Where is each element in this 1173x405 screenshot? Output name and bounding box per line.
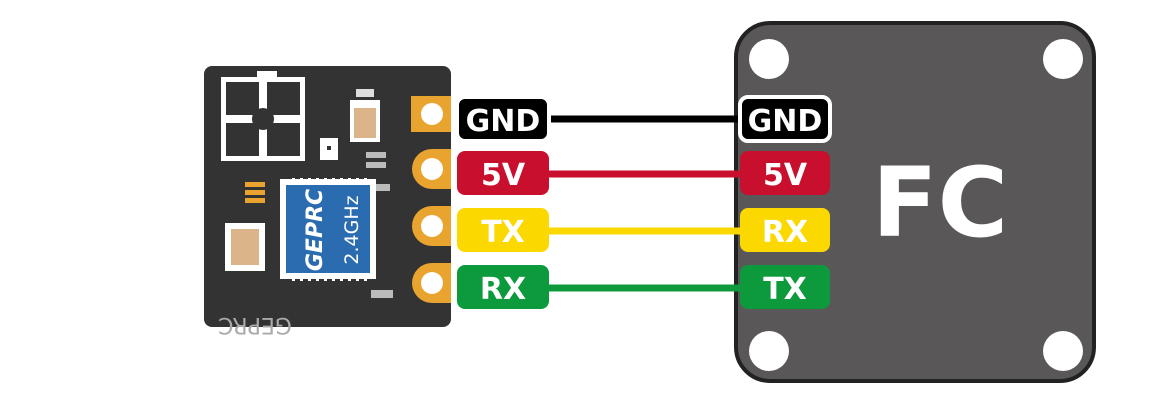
receiver-pads (411, 96, 451, 303)
fc-label-5v: 5V (763, 158, 808, 193)
fc-label-box-gnd (738, 95, 832, 143)
fc-label-gnd: GND (748, 104, 823, 139)
chip-freq-text: 2.4GHz (341, 195, 363, 264)
fc-label-box-5v (740, 151, 830, 195)
fc-board: FC (734, 21, 1096, 383)
smd-components (225, 89, 393, 298)
wires (540, 115, 750, 292)
label-box-rx (457, 265, 549, 309)
fc-label-rx: RX (762, 215, 808, 250)
receiver-label-5v: 5V (481, 158, 526, 193)
fc-label-box-rx (740, 208, 830, 252)
receiver-board: GEPRC 2.4GHz GEPRC (204, 66, 451, 337)
mount-hole-br (1043, 331, 1083, 371)
fc-label-box-tx (740, 265, 830, 309)
antenna-connector (221, 71, 305, 161)
fc-labels: GND 5V RX TX (738, 95, 832, 309)
mount-hole-tl (749, 39, 789, 79)
receiver-labels: GND 5V TX RX (455, 95, 551, 309)
mount-hole-bl (749, 331, 789, 371)
label-box-tx (457, 208, 549, 252)
receiver-label-gnd: GND (466, 104, 541, 139)
fc-label-tx: TX (763, 272, 807, 307)
rf-chip: GEPRC 2.4GHz (280, 178, 376, 281)
chip-brand-text: GEPRC (303, 189, 328, 271)
fc-title: FC (872, 147, 1008, 259)
silkscreen-text: GEPRC (218, 312, 292, 337)
label-box-gnd (455, 95, 551, 143)
label-box-5v (457, 151, 549, 195)
mount-hole-tr (1043, 39, 1083, 79)
receiver-label-rx: RX (480, 272, 526, 307)
receiver-label-tx: TX (481, 215, 525, 250)
